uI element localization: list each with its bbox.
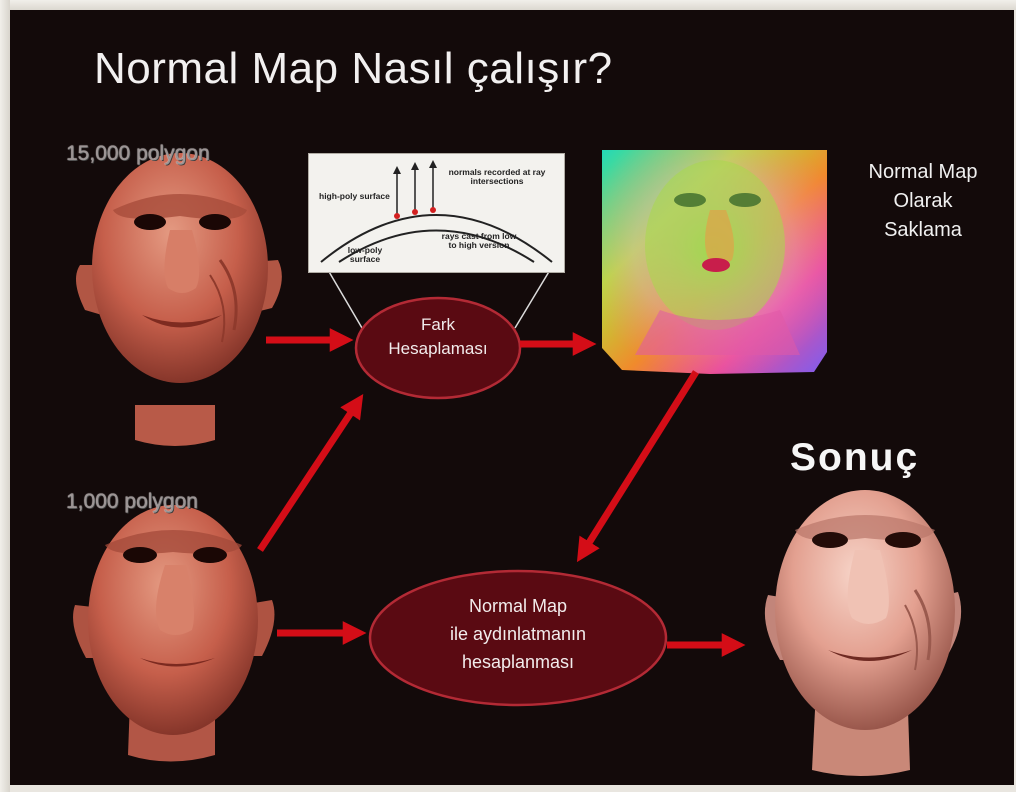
inset-connector-right bbox=[515, 270, 550, 328]
lighting-node-line1: Normal Map bbox=[380, 592, 656, 620]
normal-map-caption: Normal Map Olarak Saklama bbox=[838, 158, 1008, 245]
difference-node-text: Fark Hesaplaması bbox=[356, 313, 520, 361]
inset-label-low-poly: low-poly surface bbox=[335, 246, 395, 264]
inset-label-high-poly: high-poly surface bbox=[319, 192, 390, 201]
slide-title: Normal Map Nasıl çalışır? bbox=[94, 44, 613, 94]
inset-label-normals: normals recorded at ray intersections bbox=[441, 168, 553, 186]
arrow-low-poly-to-difference bbox=[260, 402, 358, 550]
high-poly-label: 15,000 polygon bbox=[66, 142, 210, 166]
result-head-image bbox=[765, 490, 961, 776]
lighting-node-line2: ile aydınlatmanın bbox=[380, 620, 656, 648]
normal-map-caption-line2: Olarak bbox=[838, 187, 1008, 216]
lighting-node-text: Normal Map ile aydınlatmanın hesaplanmas… bbox=[380, 592, 656, 676]
page-edge-left bbox=[0, 0, 10, 792]
result-label: Sonuç bbox=[790, 436, 919, 480]
normal-map-caption-line1: Normal Map bbox=[838, 158, 1008, 187]
ray-casting-inset: high-poly surface normals recorded at ra… bbox=[308, 153, 565, 273]
page-edge-top bbox=[0, 0, 1016, 10]
inset-label-rays-cast: rays cast from low to high version bbox=[439, 232, 519, 250]
normal-map-image bbox=[602, 150, 827, 374]
low-poly-head-image bbox=[73, 505, 274, 762]
slide: high-poly surface normals recorded at ra… bbox=[10, 10, 1014, 785]
normal-map-caption-line3: Saklama bbox=[838, 216, 1008, 245]
lighting-node-line3: hesaplanması bbox=[380, 648, 656, 676]
difference-node-line2: Hesaplaması bbox=[356, 337, 520, 361]
arrow-normal-map-to-lighting bbox=[582, 372, 696, 554]
high-poly-head-image bbox=[76, 153, 282, 446]
low-poly-label: 1,000 polygon bbox=[66, 490, 198, 514]
difference-node-line1: Fark bbox=[356, 313, 520, 337]
